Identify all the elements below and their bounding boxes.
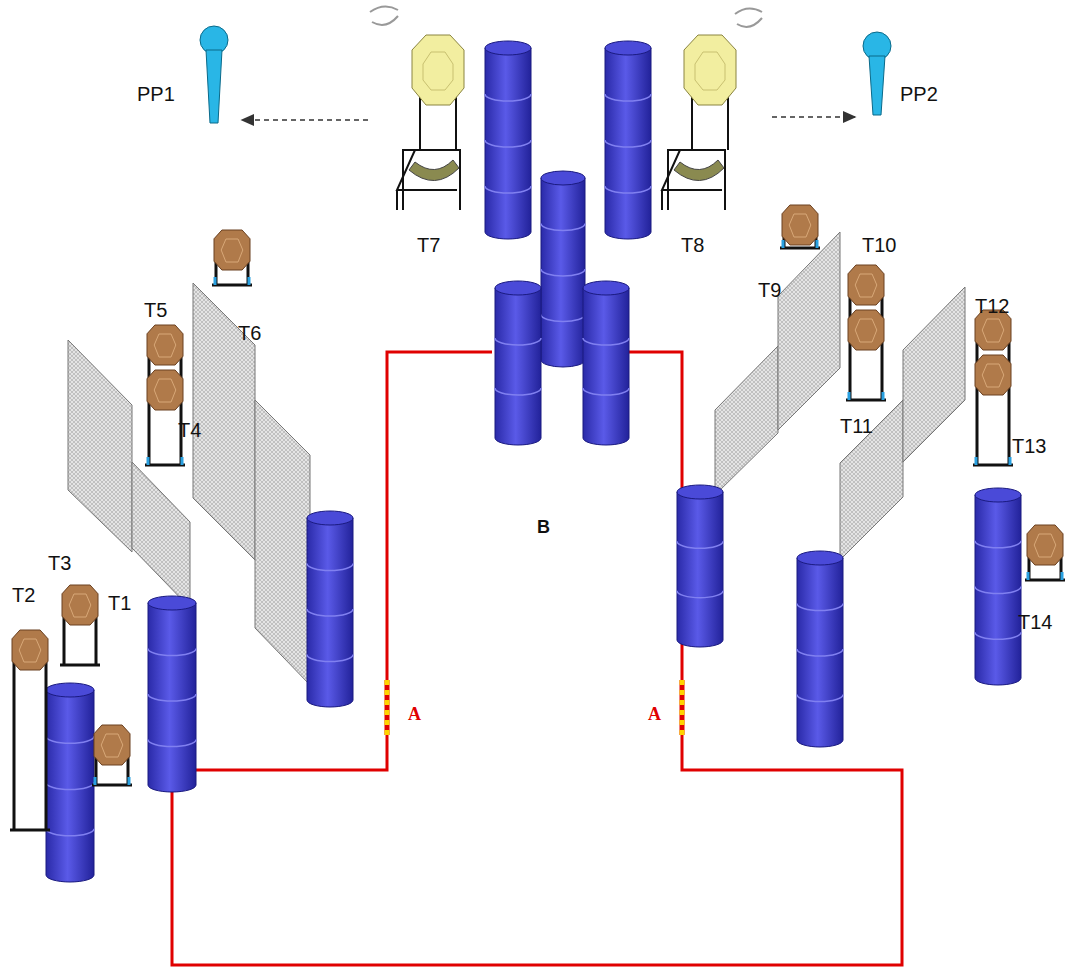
area-label: A (648, 705, 661, 723)
target-label: T1 (108, 593, 131, 613)
target-label: T5 (144, 300, 167, 320)
entry-marks (387, 680, 682, 735)
target (212, 230, 252, 285)
barrel-stack (485, 41, 531, 239)
barrel-stack (605, 41, 651, 239)
target-label: T10 (862, 235, 896, 255)
swinger (662, 35, 736, 210)
target-label: PP2 (900, 84, 938, 104)
target-label: T11 (840, 416, 873, 436)
swing-arrows (370, 6, 762, 26)
barrel-stack (541, 171, 585, 367)
barrel-stacks (46, 41, 1021, 882)
target-label: T7 (417, 235, 440, 255)
target-label: PP1 (137, 84, 175, 104)
target (846, 265, 886, 400)
target-label: T13 (1012, 436, 1046, 456)
barrel-stack (148, 596, 196, 792)
movement-arrows (242, 117, 855, 120)
course-boundary (172, 352, 902, 965)
target (780, 205, 820, 248)
barrel-stack (495, 281, 541, 445)
target (10, 630, 50, 830)
target-label: T4 (178, 420, 201, 440)
target-label: T9 (758, 280, 781, 300)
target-label: T14 (1018, 612, 1052, 632)
target-label: T3 (48, 553, 71, 573)
target (92, 725, 132, 785)
pepper-poppers (200, 26, 891, 123)
swinging-targets (397, 35, 736, 210)
barrel-stack (583, 281, 629, 445)
barrel-stack (975, 488, 1021, 685)
target-label: T2 (12, 585, 35, 605)
swinger (397, 35, 464, 210)
paper-targets (10, 205, 1065, 830)
target-label: T12 (975, 296, 1009, 316)
target (145, 325, 185, 465)
barrel-stack (677, 485, 723, 647)
target (973, 310, 1013, 465)
barrel-stack (797, 551, 843, 747)
target (60, 585, 100, 665)
target (1025, 525, 1065, 580)
barrel-stack (307, 511, 353, 707)
barrel-stack (46, 683, 94, 882)
target-label: T6 (238, 323, 261, 343)
target-label: B (537, 518, 550, 536)
target-label: T8 (681, 235, 704, 255)
area-label: A (408, 705, 421, 723)
